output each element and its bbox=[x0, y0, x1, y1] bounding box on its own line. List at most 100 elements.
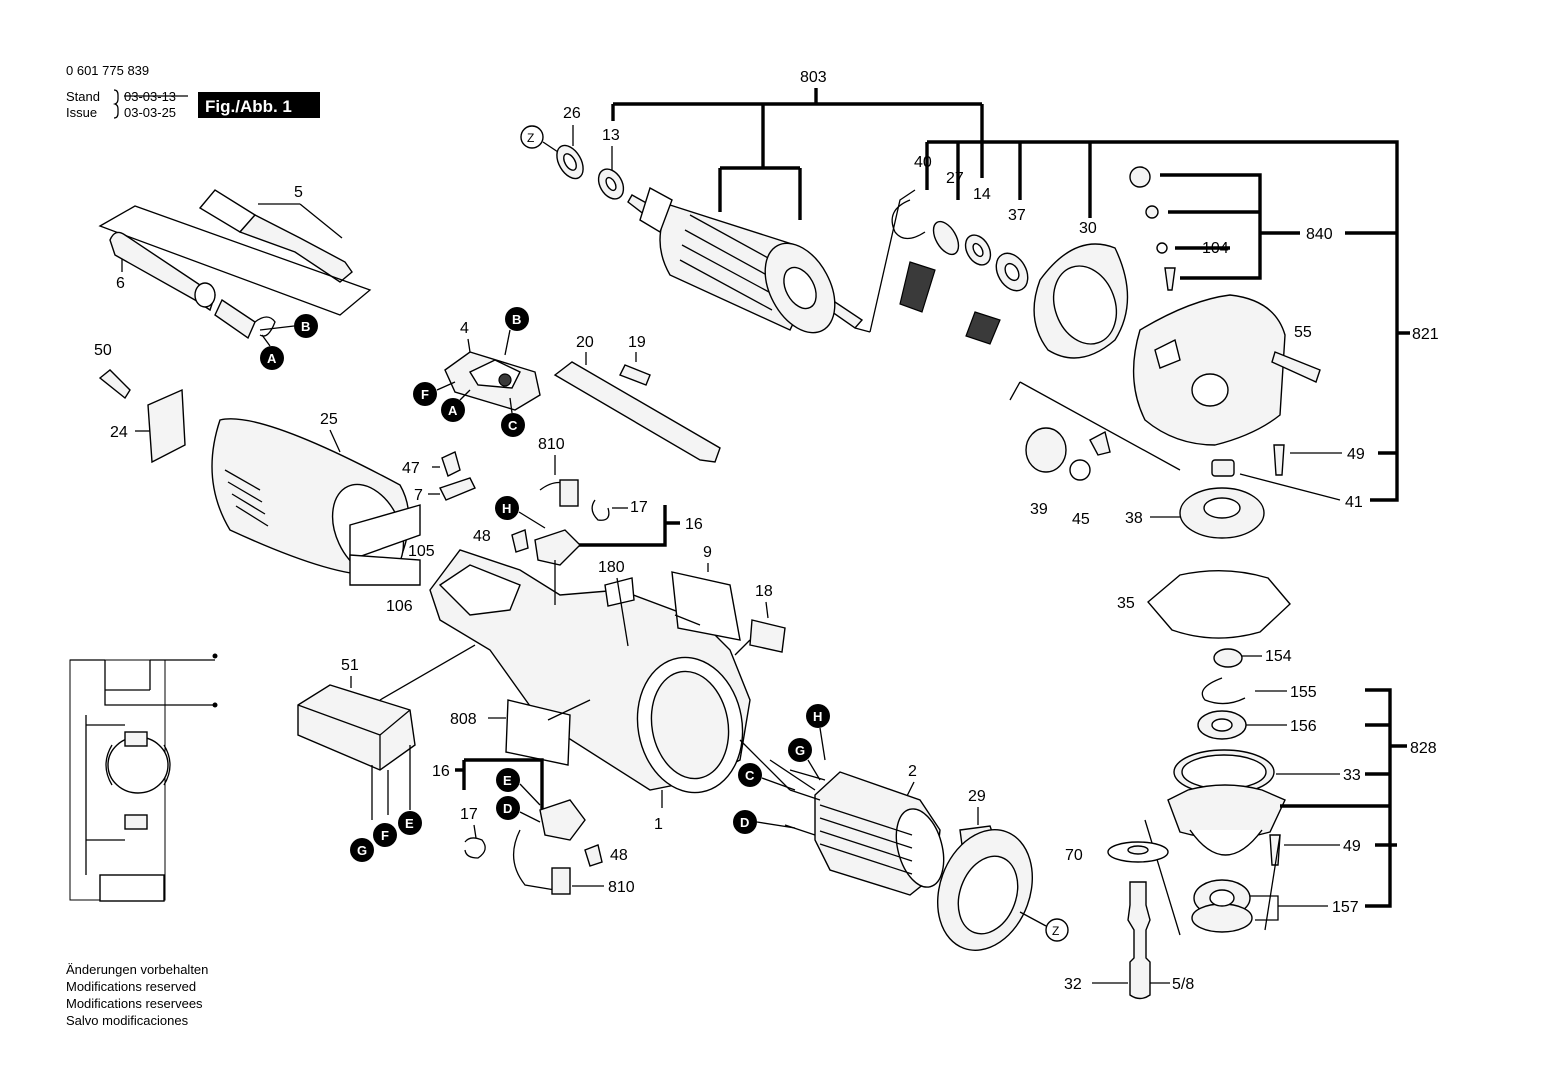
bracket-840 bbox=[1160, 173, 1300, 280]
flat-spring-insert bbox=[899, 261, 936, 313]
callout-f-module: F bbox=[373, 823, 397, 847]
screw-50 bbox=[98, 369, 131, 400]
screw-set-bracket: 840 104 bbox=[1160, 173, 1397, 280]
part-label-9: 9 bbox=[703, 544, 712, 561]
issue-label: Issue bbox=[66, 105, 97, 120]
doc-number: 0 601 775 839 bbox=[66, 63, 149, 78]
stator-assembly: 2 29 Z bbox=[769, 759, 1069, 951]
carbon-brush-810-bottom bbox=[551, 867, 571, 895]
handle-grid bbox=[438, 564, 521, 616]
part-label-47: 47 bbox=[402, 460, 420, 477]
part-label-48-top: 48 bbox=[473, 528, 491, 545]
part-label-45: 45 bbox=[1072, 511, 1090, 528]
part-label-840: 840 bbox=[1306, 226, 1333, 243]
svg-text:D: D bbox=[503, 801, 512, 816]
spring-17-top bbox=[591, 499, 610, 521]
part-label-49-top: 49 bbox=[1347, 446, 1365, 463]
lock-pin bbox=[1164, 267, 1176, 291]
part-label-55: 55 bbox=[1294, 324, 1312, 341]
gear-head-group-bracket: 40 27 14 37 30 821 bbox=[914, 140, 1439, 502]
brush-holder-top bbox=[534, 529, 581, 566]
switch-assembly: 4 20 19 bbox=[444, 320, 721, 463]
callout-b-switch: B bbox=[505, 307, 529, 331]
part-label-180: 180 bbox=[598, 559, 625, 576]
cord-assembly: 5 6 bbox=[98, 184, 372, 340]
part-label-2: 2 bbox=[908, 763, 917, 780]
part-label-16-top: 16 bbox=[685, 516, 703, 533]
part-label-14: 14 bbox=[973, 186, 991, 203]
screw-55 bbox=[1271, 351, 1321, 383]
wire-clip-7 bbox=[439, 477, 476, 501]
part-label-106: 106 bbox=[386, 598, 413, 615]
part-label-13: 13 bbox=[602, 127, 620, 144]
carbon-brush-810-top bbox=[559, 479, 579, 507]
power-cord-5 bbox=[238, 214, 353, 283]
part-label-1: 1 bbox=[654, 816, 663, 833]
part-label-38: 38 bbox=[1125, 510, 1143, 527]
spindle-head-parts bbox=[891, 199, 1129, 359]
part-label-33: 33 bbox=[1343, 767, 1361, 784]
screw-49-top bbox=[1273, 444, 1285, 476]
svg-text:H: H bbox=[813, 709, 822, 724]
callout-z-top-label: Z bbox=[527, 131, 534, 145]
part-label-32: 32 bbox=[1064, 976, 1082, 993]
washer bbox=[1145, 205, 1159, 219]
rear-cover-parts: 50 24 25 105 106 bbox=[94, 342, 435, 615]
circlip-155 bbox=[1201, 677, 1246, 705]
electronic-module bbox=[297, 684, 416, 771]
part-label-16-bottom: 16 bbox=[432, 763, 450, 780]
part-label-49-bottom: 49 bbox=[1343, 838, 1361, 855]
callout-d-stator: D bbox=[733, 810, 757, 834]
part-label-156: 156 bbox=[1290, 718, 1317, 735]
callout-z-top bbox=[520, 125, 544, 149]
pinion-39 bbox=[1025, 427, 1067, 473]
callout-z-bottom bbox=[1045, 918, 1069, 942]
part-label-20: 20 bbox=[576, 334, 594, 351]
gear-housing: 55 49 41 bbox=[1009, 166, 1397, 511]
bracket-16-top bbox=[560, 505, 680, 547]
part-label-19: 19 bbox=[628, 334, 646, 351]
part-label-37: 37 bbox=[1008, 207, 1026, 224]
type-plate-9 bbox=[671, 571, 741, 641]
part-label-828: 828 bbox=[1410, 740, 1437, 757]
part-label-40: 40 bbox=[914, 154, 932, 171]
part-label-48-bottom: 48 bbox=[610, 847, 628, 864]
bracket-16-bottom bbox=[455, 758, 544, 810]
brush-holder-bottom bbox=[539, 799, 586, 841]
footer-line-en: Modifications reserved bbox=[66, 979, 196, 994]
part-label-30: 30 bbox=[1079, 220, 1097, 237]
part-label-4: 4 bbox=[460, 320, 469, 337]
callout-c-stator: C bbox=[738, 763, 762, 787]
svg-text:C: C bbox=[745, 768, 755, 783]
part-label-18: 18 bbox=[755, 583, 773, 600]
callout-h-stator: H bbox=[806, 704, 830, 728]
part-label-104: 104 bbox=[1202, 240, 1229, 257]
callout-a-switch: A bbox=[441, 398, 465, 422]
svg-text:G: G bbox=[357, 843, 367, 858]
brush-holder-lower: 16 17 810 48 bbox=[432, 758, 635, 896]
ring-154 bbox=[1213, 648, 1243, 668]
part-label-70: 70 bbox=[1065, 847, 1083, 864]
commutator bbox=[639, 186, 673, 234]
svg-text:D: D bbox=[740, 815, 749, 830]
screw-48-top bbox=[511, 529, 529, 553]
screw-48-bottom bbox=[584, 844, 603, 867]
svg-text:A: A bbox=[448, 403, 458, 418]
part-label-41: 41 bbox=[1345, 494, 1363, 511]
svg-text:G: G bbox=[795, 743, 805, 758]
spindle-32 bbox=[1127, 881, 1151, 1000]
screw-47 bbox=[441, 451, 461, 477]
spring-17-bottom bbox=[464, 837, 486, 859]
figure-label: Fig./Abb. 1 bbox=[205, 97, 292, 116]
svg-text:B: B bbox=[301, 319, 310, 334]
slide-button-18 bbox=[749, 619, 786, 653]
switch-rod-20 bbox=[553, 361, 721, 463]
cable-clamp bbox=[214, 298, 256, 340]
callout-e-module: E bbox=[398, 811, 422, 835]
svg-text:B: B bbox=[512, 312, 521, 327]
footer-notice: Änderungen vorbehalten Modifications res… bbox=[66, 962, 208, 1028]
label-808 bbox=[505, 699, 571, 766]
callout-g-stator: G bbox=[788, 738, 812, 762]
part-label-5: 5 bbox=[294, 184, 303, 201]
